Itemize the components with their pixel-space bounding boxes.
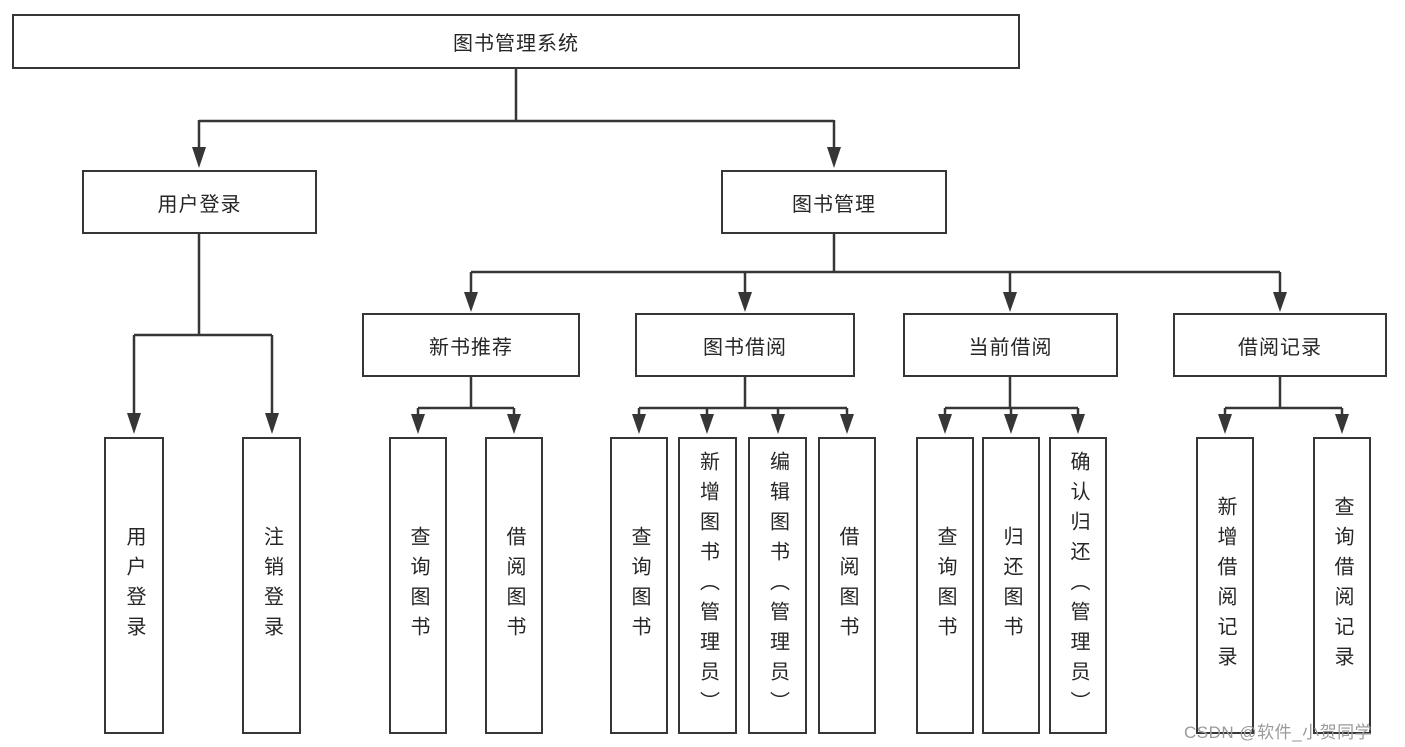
edges-current-borrowing-children — [938, 376, 1085, 434]
edges-root-to-level2 — [192, 69, 841, 168]
leaf-add-book-admin: 新增图书（管理员） — [678, 437, 737, 734]
leaf-logout-label: 注销登录 — [260, 525, 283, 646]
node-book-management-label: 图书管理 — [792, 193, 876, 216]
node-borrowing-records-label: 借阅记录 — [1238, 336, 1322, 359]
leaf-edit-book-admin: 编辑图书（管理员） — [748, 437, 807, 734]
leaf-query-borrow-record: 查询借阅记录 — [1313, 437, 1371, 734]
edges-user-login-children — [127, 233, 279, 434]
edges-new-book-recommendation-children — [411, 376, 521, 434]
leaf-user-login-label: 用户登录 — [123, 525, 145, 646]
leaf-query-books-borrowing: 查询图书 — [610, 437, 668, 734]
leaf-borrow-books-recommend: 借阅图书 — [485, 437, 543, 734]
node-borrowing-records: 借阅记录 — [1173, 313, 1387, 377]
node-current-borrowing: 当前借阅 — [903, 313, 1118, 377]
leaf-query-books-current: 查询图书 — [916, 437, 974, 734]
leaf-edit-book-admin-label: 编辑图书（管理员） — [766, 450, 789, 721]
node-user-login-label: 用户登录 — [157, 193, 242, 216]
node-new-book-recommendation: 新书推荐 — [362, 313, 580, 377]
leaf-query-books-current-label: 查询图书 — [934, 525, 956, 646]
leaf-query-borrow-record-label: 查询借阅记录 — [1331, 495, 1353, 676]
leaf-return-book: 归还图书 — [982, 437, 1040, 734]
edges-borrowing-records-children — [1218, 376, 1349, 434]
csdn-watermark: CSDN @软件_小贺同学 — [1184, 723, 1373, 742]
leaf-add-book-admin-label: 新增图书（管理员） — [696, 450, 719, 721]
edges-book-borrowing-children — [632, 376, 854, 434]
leaf-confirm-return-admin: 确认归还（管理员） — [1049, 437, 1107, 734]
node-user-login: 用户登录 — [82, 170, 317, 234]
leaf-user-login: 用户登录 — [104, 437, 164, 734]
leaf-query-books-recommend: 查询图书 — [389, 437, 447, 734]
node-root: 图书管理系统 — [12, 14, 1020, 69]
node-book-borrowing-label: 图书借阅 — [703, 336, 787, 359]
leaf-logout: 注销登录 — [242, 437, 301, 734]
leaf-add-borrow-record: 新增借阅记录 — [1196, 437, 1254, 734]
node-book-management: 图书管理 — [721, 170, 947, 234]
leaf-add-borrow-record-label: 新增借阅记录 — [1214, 495, 1236, 676]
node-current-borrowing-label: 当前借阅 — [968, 336, 1053, 359]
node-book-borrowing: 图书借阅 — [635, 313, 855, 377]
leaf-borrow-books-borrowing: 借阅图书 — [818, 437, 876, 734]
leaf-confirm-return-admin-label: 确认归还（管理员） — [1067, 450, 1089, 721]
leaf-borrow-books-recommend-label: 借阅图书 — [503, 525, 525, 646]
node-root-label: 图书管理系统 — [453, 33, 579, 55]
leaf-query-books-borrowing-label: 查询图书 — [628, 525, 650, 646]
leaf-query-books-recommend-label: 查询图书 — [407, 525, 429, 646]
leaf-return-book-label: 归还图书 — [1000, 525, 1022, 646]
node-new-book-recommendation-label: 新书推荐 — [429, 336, 513, 359]
leaf-borrow-books-borrowing-label: 借阅图书 — [836, 525, 858, 646]
edges-book-management-children — [464, 233, 1287, 312]
